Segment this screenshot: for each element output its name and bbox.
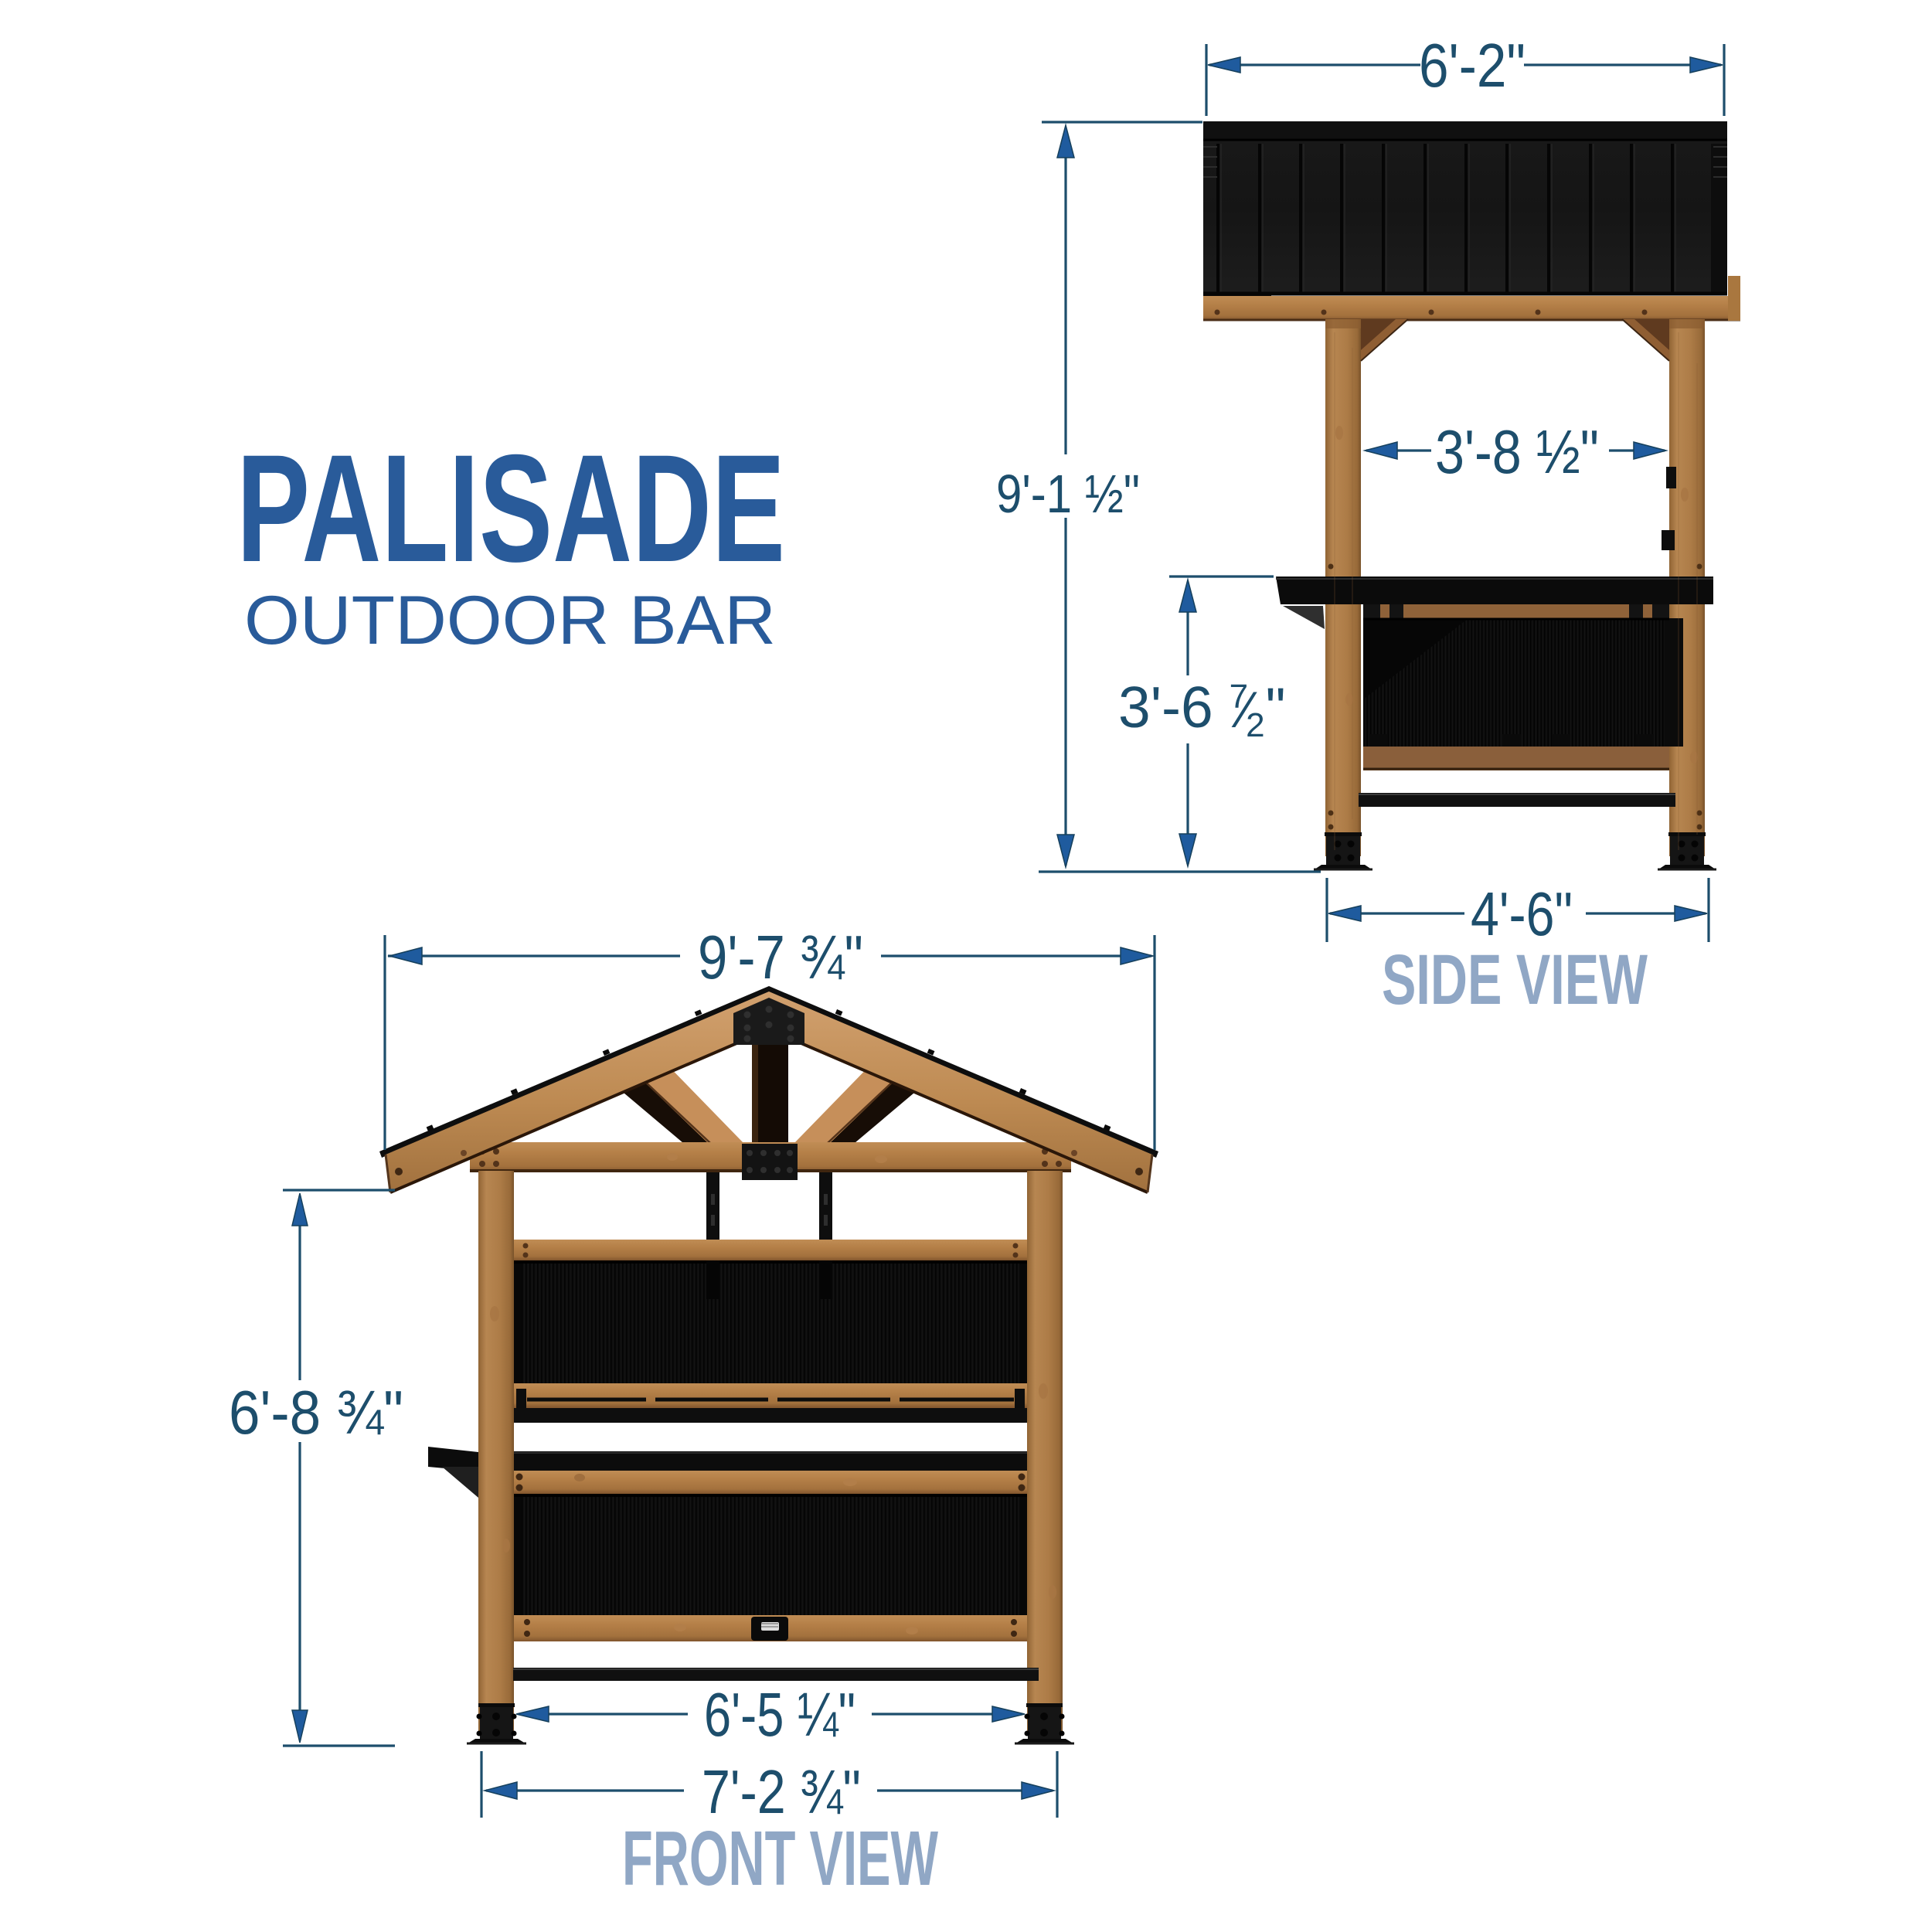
svg-text:6'-2": 6'-2" — [1419, 31, 1526, 100]
svg-text:9'-7 ¾": 9'-7 ¾" — [698, 923, 863, 992]
svg-text:FRONT VIEW: FRONT VIEW — [622, 1815, 938, 1902]
svg-text:6'-8 ¾": 6'-8 ¾" — [229, 1378, 403, 1447]
svg-text:SIDE VIEW: SIDE VIEW — [1382, 940, 1648, 1019]
svg-text:9'-1 ½": 9'-1 ½" — [996, 464, 1140, 524]
svg-text:3'-8 ½": 3'-8 ½" — [1435, 417, 1599, 486]
svg-text:PALISADE: PALISADE — [236, 423, 785, 594]
svg-text:7'-2 ¾": 7'-2 ¾" — [702, 1757, 861, 1826]
svg-text:4'-6": 4'-6" — [1471, 879, 1573, 948]
svg-text:OUTDOOR BAR: OUTDOOR BAR — [244, 581, 776, 658]
svg-text:6'-5 ¼": 6'-5 ¼" — [704, 1680, 855, 1749]
